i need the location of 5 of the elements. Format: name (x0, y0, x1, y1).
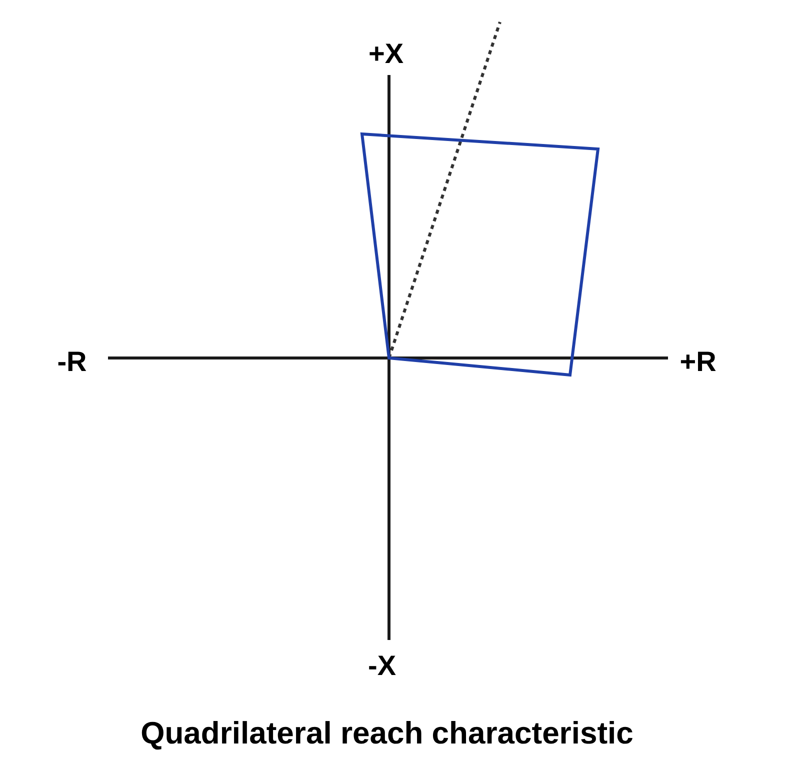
axis-label: -X (368, 652, 396, 680)
axis-label: +X (368, 40, 404, 68)
axis-label: +R (680, 348, 716, 376)
axis-label: -R (57, 348, 87, 376)
caption: Quadrilateral reach characteristic (140, 718, 634, 748)
